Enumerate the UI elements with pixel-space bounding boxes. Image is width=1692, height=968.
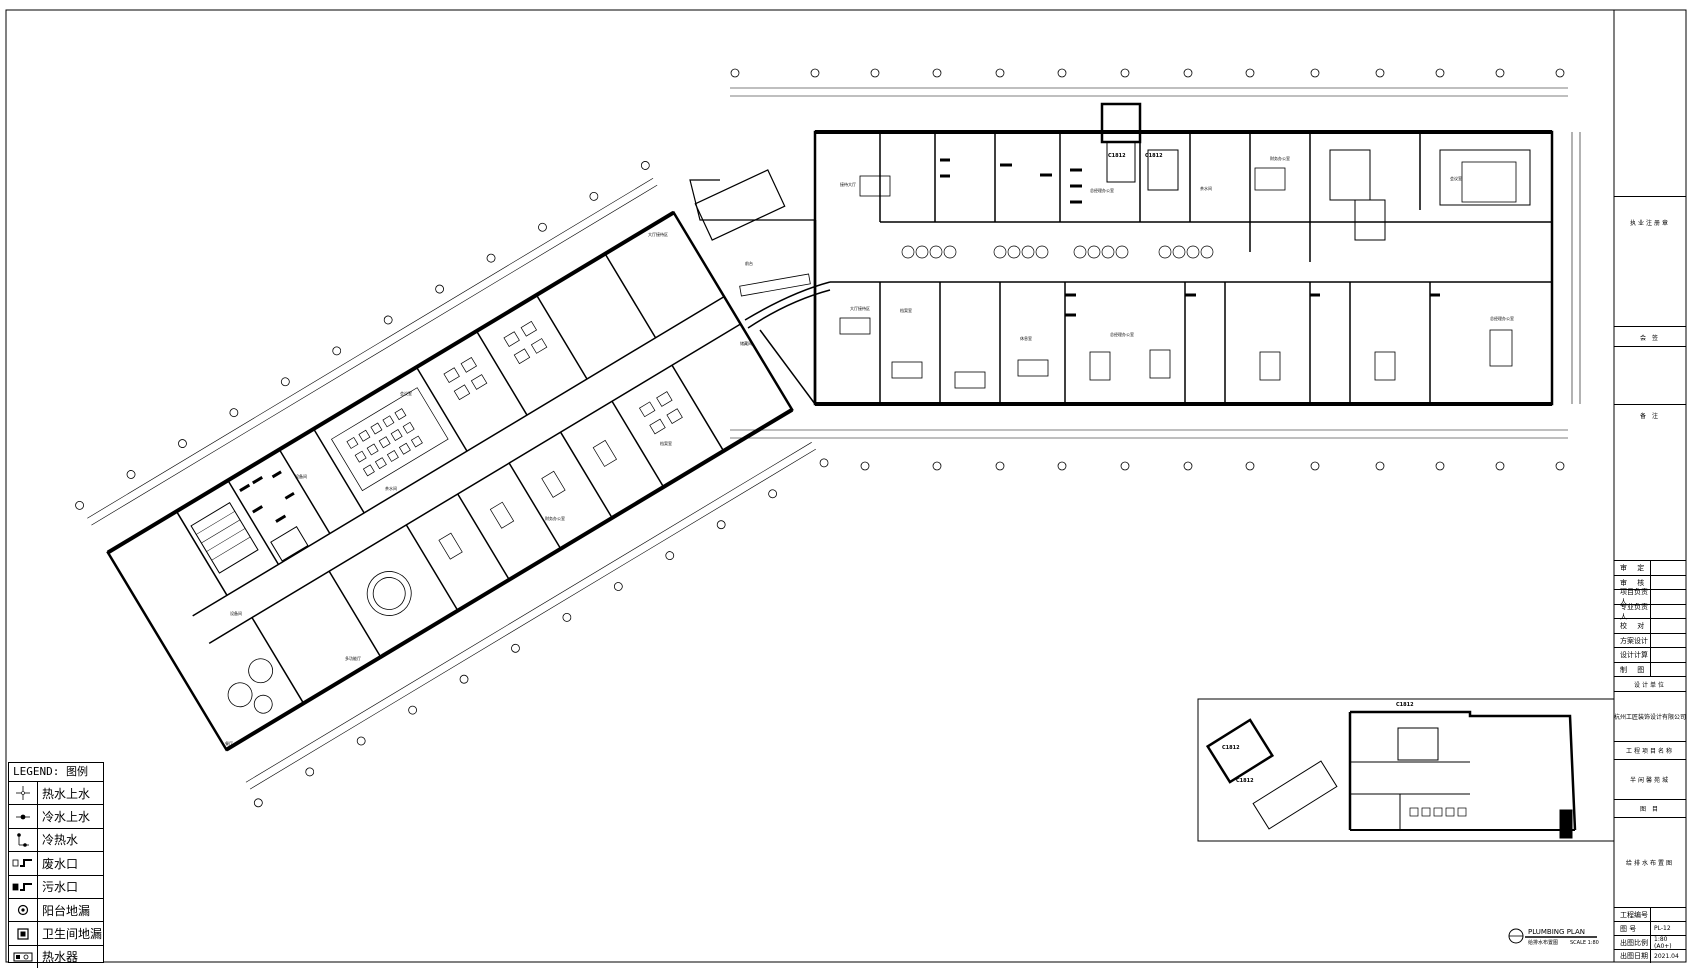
remarks-cell: 备 注 <box>1614 404 1686 425</box>
legend-item: 阳台地漏 <box>9 898 103 923</box>
tb-project-no: 工程编号 <box>1614 906 1686 922</box>
window-tags: C1812 C1812 C1812 C1812 C1812 <box>1108 153 1414 784</box>
window-tag: C1812 <box>1108 153 1126 159</box>
tb-project-name-label: 工程项目名称 <box>1614 740 1686 760</box>
plan-title-scale: SCALE 1:80 <box>1570 940 1599 946</box>
room-label: 大厅接待区 <box>850 305 870 311</box>
room-label: 档案室 <box>900 307 912 313</box>
tb-approve: 审 定 <box>1614 560 1686 576</box>
legend-title: LEGEND: 图例 <box>9 763 103 782</box>
window-tag: C1812 <box>1222 745 1240 751</box>
room-label: 总经理办公室 <box>1090 187 1114 193</box>
tb-scheme: 方案设计 <box>1614 632 1686 648</box>
tb-project-name: 半闲馨苑城 <box>1614 758 1686 800</box>
tb-drawing-name: 给排水布置图 <box>1614 816 1686 908</box>
window-tag: C1812 <box>1396 702 1414 708</box>
room-label: 设备间 <box>230 610 242 616</box>
connector-section <box>689 132 831 405</box>
tb-design-unit: 设计单位 <box>1614 676 1686 692</box>
tb-drawing-name-label: 图 目 <box>1614 798 1686 818</box>
room-label: 大厅接待区 <box>648 231 668 237</box>
room-label: 餐厅 <box>225 740 233 746</box>
waste-water-outlet-icon <box>9 852 38 875</box>
room-label: 休息室 <box>1020 335 1032 341</box>
right-wing <box>730 68 1581 471</box>
tb-check: 校 对 <box>1614 618 1686 634</box>
cold-water-supply-icon <box>9 805 38 828</box>
tb-project-lead: 项目负责人 <box>1614 588 1686 606</box>
room-label: 财务办公室 <box>1270 155 1290 161</box>
room-label: 前台 <box>745 260 753 266</box>
room-label: 财务办公室 <box>545 515 565 521</box>
sewage-outlet-icon <box>9 875 38 898</box>
room-label: 会议室 <box>1450 175 1462 181</box>
plan-title-sub: 给排水布置图 <box>1528 939 1558 946</box>
plan-title-label: PLUMBING PLAN <box>1528 928 1585 936</box>
hot-cold-water-icon <box>9 828 38 852</box>
window-tag: C1812 <box>1145 153 1163 159</box>
room-label: 总经理办公室 <box>1490 315 1514 321</box>
tb-discipline-lead: 专业负责人 <box>1614 603 1686 621</box>
legend-item: 冷水上水 <box>9 805 103 829</box>
water-heater-icon <box>9 945 38 968</box>
tb-company: 杭州工匠装饰设计有限公司 <box>1614 690 1686 742</box>
bathroom-floor-drain-icon <box>9 922 38 945</box>
room-label: 茶水间 <box>385 485 397 491</box>
countersign-cell: 会 签 <box>1614 326 1686 347</box>
legend-item: 废水口 <box>9 852 103 876</box>
left-wing <box>75 161 829 808</box>
room-label: 总经理办公室 <box>1110 331 1134 337</box>
plan-title-mark <box>1508 928 1597 944</box>
stamp-cell: 执业注册章 <box>1614 196 1686 247</box>
tb-calc: 设计计算 <box>1614 647 1686 663</box>
room-label: 储藏间 <box>740 340 752 346</box>
room-label: 多功能厅 <box>345 655 361 661</box>
legend-item: 卫生间地漏 <box>9 922 103 946</box>
room-label: 接待大厅 <box>840 181 856 187</box>
hot-water-supply-icon <box>9 782 38 805</box>
key-plan <box>1197 698 1615 842</box>
window-tag: C1812 <box>1236 778 1254 784</box>
tb-draw: 制 图 <box>1614 661 1686 677</box>
legend-item: 污水口 <box>9 875 103 899</box>
legend-item: 热水上水 <box>9 782 103 806</box>
legend-box: LEGEND: 图例 热水上水 冷水上水 冷热水 废水口 <box>8 762 104 968</box>
room-label: 档案室 <box>660 440 672 446</box>
room-label: 茶水间 <box>1200 185 1212 191</box>
room-label: 设备间 <box>295 473 307 479</box>
room-labels: 接待大厅 总经理办公室 茶水间 财务办公室 会议室 大厅接待区 档案室 休息室 … <box>225 155 1514 746</box>
legend-item: 冷热水 <box>9 828 103 853</box>
room-label: 会议室 <box>400 390 412 396</box>
countersign-area <box>1614 346 1686 393</box>
sheet-border <box>5 9 1687 963</box>
legend-item: 热水器 <box>9 945 103 968</box>
tb-review: 审 核 <box>1614 574 1686 590</box>
balcony-floor-drain-icon <box>9 898 38 922</box>
